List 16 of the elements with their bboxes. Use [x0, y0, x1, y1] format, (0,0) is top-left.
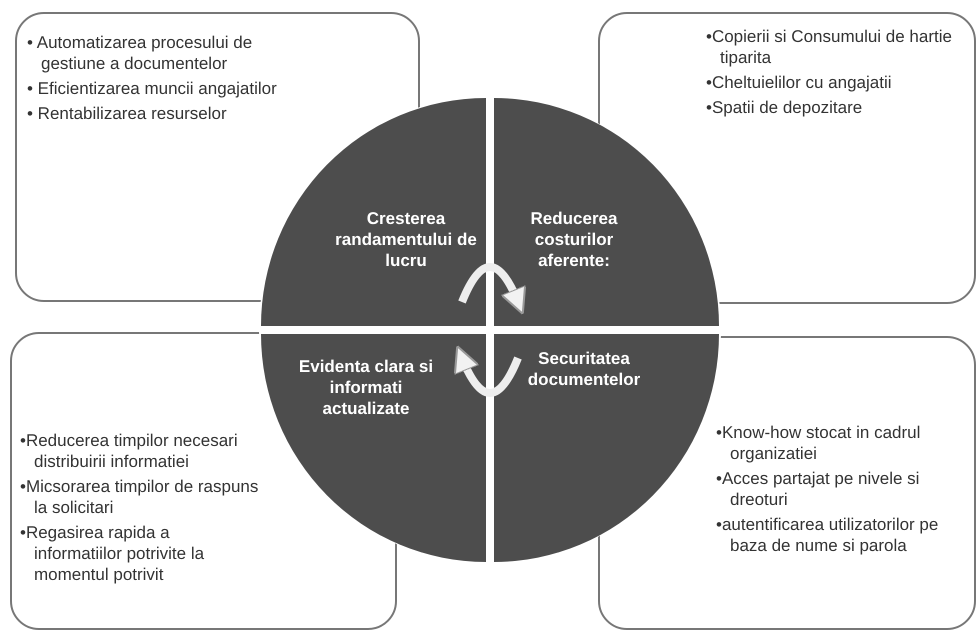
bullet-item: • Rentabilizarea resurselor [27, 103, 228, 124]
bullet-item: •Know-how stocat in cadrul organizatiei [716, 422, 922, 464]
segment-title: Securitatea documentelor [526, 348, 642, 390]
bullet-item: •Spatii de depozitare [706, 97, 864, 118]
bullet-item: • Eficientizarea muncii angajatilor [27, 78, 278, 99]
segment-title: Reducerea costurilor aferente: [530, 208, 618, 271]
bullet-item: •Reducerea timpilor necesari distribuirii informatiei [20, 430, 239, 472]
bullet-item: •Cheltuielilor cu angajatii [706, 72, 892, 93]
bullet-item: • Automatizarea procesului de gestiune a documentelor [27, 32, 254, 74]
bullet-item: •Regasirea rapida a informatiilor potrivite la momentul potrivit [20, 522, 206, 585]
segment-title: Cresterea randamentului de lucru [334, 208, 478, 271]
bullet-item: •Copierii si Consumului de hartie tiparita [706, 26, 953, 68]
bullet-item: •Acces partajat pe nivele si dreoturi [716, 468, 920, 510]
bullet-item: •autentificarea utilizatorilor pe baza de nume si parola [716, 514, 940, 556]
segment-title: Evidenta clara si informati actualizate [298, 356, 434, 419]
bullet-item: •Micsorarea timpilor de raspuns la solicitari [20, 476, 260, 518]
